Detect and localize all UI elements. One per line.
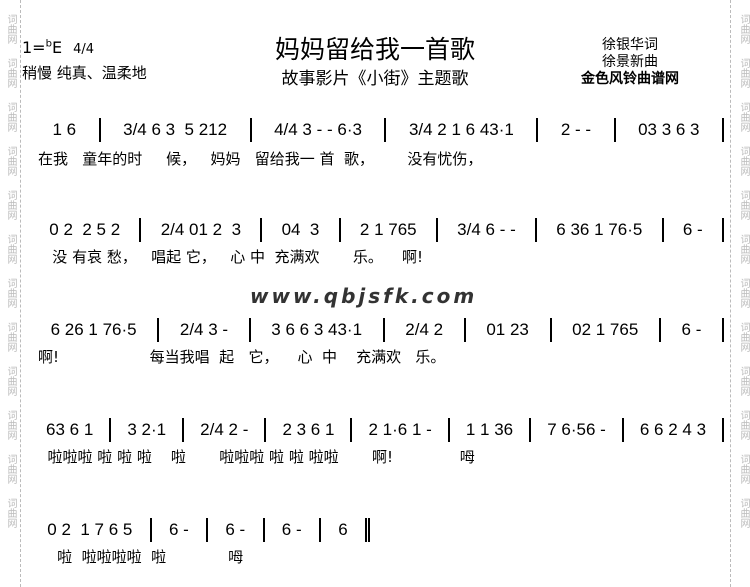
- measure: 6 36 1 76·5: [537, 218, 664, 242]
- side-watermark-char: 词曲网: [738, 322, 749, 352]
- key-signature: 1=bE 4/4: [22, 38, 94, 57]
- measure: 3 6 6 3 43·1: [251, 318, 385, 342]
- side-watermark-char: 词曲网: [5, 498, 16, 528]
- measure: 63 6 1: [30, 418, 112, 442]
- side-watermark-char: 词曲网: [5, 454, 16, 484]
- measure: 3 2·1: [111, 418, 185, 442]
- measure: 3/4 6 3 5 212: [101, 118, 252, 142]
- lyrics-line: 啊! 每当我唱 起 它， 心 中 充满欢 乐。: [38, 348, 446, 366]
- left-margin-line: [20, 0, 21, 587]
- measure: 2/4 2: [385, 318, 466, 342]
- side-watermark-char: 词曲网: [738, 146, 749, 176]
- lyrics-line: 啦 啦啦啦啦 啦 呣: [38, 548, 244, 566]
- side-watermark-char: 词曲网: [5, 410, 16, 440]
- measure: 6 -: [152, 518, 209, 542]
- measure: 2/4 01 2 3: [141, 218, 263, 242]
- measure: 6 6 2 4 3: [624, 418, 725, 442]
- measure: 7 6·56 -: [531, 418, 624, 442]
- side-watermark-char: 词曲网: [738, 234, 749, 264]
- measure: 2 3 6 1: [266, 418, 353, 442]
- tempo-marking: 稍慢 纯真、温柔地: [22, 64, 147, 82]
- side-watermark-char: 词曲网: [5, 58, 16, 88]
- side-watermark-char: 词曲网: [5, 146, 16, 176]
- right-margin-line: [730, 0, 731, 587]
- source-site: 金色风铃曲谱网: [581, 71, 679, 87]
- side-watermark-char: 词曲网: [5, 278, 16, 308]
- side-watermark-char: 词曲网: [738, 102, 749, 132]
- measure: 2 1·6 1 -: [352, 418, 450, 442]
- side-watermark-left: 词曲网词曲网词曲网词曲网词曲网词曲网词曲网词曲网词曲网词曲网词曲网词曲网: [2, 0, 16, 587]
- measure: 2 1 765: [341, 218, 438, 242]
- measure: 0 2 2 5 2: [30, 218, 142, 242]
- credits: 徐银华词 徐景新曲 金色风铃曲谱网: [560, 37, 700, 88]
- song-subtitle: 故事影片《小街》主题歌: [281, 69, 469, 89]
- side-watermark-char: 词曲网: [5, 102, 16, 132]
- measure: 2 - -: [538, 118, 616, 142]
- measure: 3/4 2 1 6 43·1: [386, 118, 539, 142]
- side-watermark-char: 词曲网: [738, 366, 749, 396]
- flat-sign: b: [45, 38, 52, 50]
- measure: 0 2 1 7 6 5: [30, 518, 152, 542]
- measure: 6 -: [208, 518, 265, 542]
- song-title: 妈妈留给我一首歌: [274, 35, 475, 64]
- measure: 3/4 6 - -: [438, 218, 538, 242]
- measure: 2/4 2 -: [184, 418, 267, 442]
- measure: 6 -: [664, 218, 724, 242]
- side-watermark-char: 词曲网: [5, 190, 16, 220]
- lyrics-line: 没 有哀 愁， 唱起 它， 心 中 充满欢 乐。 啊!: [38, 248, 423, 266]
- measure: 1 1 36: [450, 418, 532, 442]
- measure: 04 3: [262, 218, 341, 242]
- site-watermark: www.qbjsfk.com: [250, 284, 478, 308]
- lyrics-line: 在我 童年的时 候， 妈妈 留给我一 首 歌， 没有忧伤，: [38, 150, 483, 168]
- key-label: 1=: [22, 38, 46, 57]
- key-note: E: [51, 38, 63, 57]
- side-watermark-char: 词曲网: [738, 410, 749, 440]
- side-watermark-char: 词曲网: [738, 278, 749, 308]
- measure: 6 26 1 76·5: [30, 318, 160, 342]
- side-watermark-char: 词曲网: [738, 58, 749, 88]
- side-watermark-char: 词曲网: [5, 14, 16, 44]
- side-watermark-char: 词曲网: [738, 190, 749, 220]
- measure: 02 1 765: [552, 318, 661, 342]
- lyricist: 徐银华词: [602, 37, 658, 53]
- measure: 6: [321, 518, 370, 542]
- measure: 1 6: [30, 118, 101, 142]
- measure: 01 23: [466, 318, 552, 342]
- composer: 徐景新曲: [602, 54, 658, 70]
- measure: 6 -: [661, 318, 724, 342]
- side-watermark-char: 词曲网: [738, 498, 749, 528]
- side-watermark-char: 词曲网: [5, 234, 16, 264]
- measure: 03 3 6 3: [616, 118, 725, 142]
- side-watermark-char: 词曲网: [738, 14, 749, 44]
- time-signature: 4/4: [73, 42, 95, 57]
- lyrics-line: 啦啦啦 啦 啦 啦 啦 啦啦啦 啦 啦 啦啦 啊! 呣: [38, 448, 475, 466]
- measure: 6 -: [265, 518, 321, 542]
- side-watermark-char: 词曲网: [738, 454, 749, 484]
- side-watermark-char: 词曲网: [5, 366, 16, 396]
- measure: 4/4 3 - - 6·3: [252, 118, 387, 142]
- side-watermark-char: 词曲网: [5, 322, 16, 352]
- measure: 2/4 3 -: [159, 318, 251, 342]
- side-watermark-right: 词曲网词曲网词曲网词曲网词曲网词曲网词曲网词曲网词曲网词曲网词曲网词曲网: [735, 0, 749, 587]
